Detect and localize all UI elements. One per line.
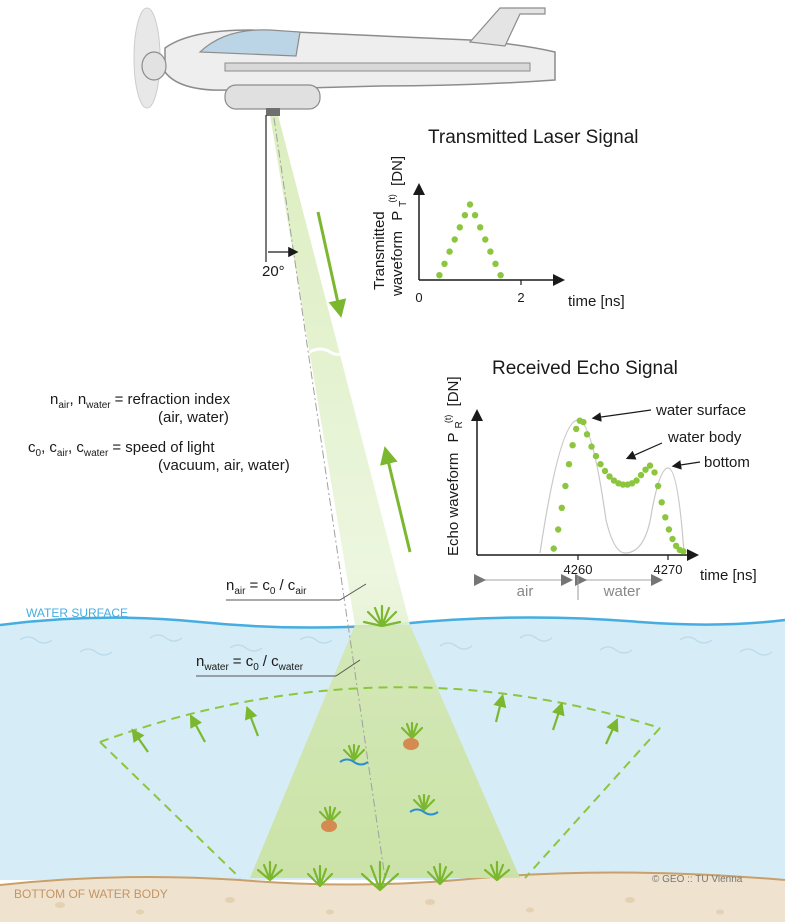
received-point-5 xyxy=(569,442,576,449)
received-point-3 xyxy=(562,482,569,490)
transmitted-point-5 xyxy=(461,212,469,219)
received-point-21 xyxy=(637,471,645,479)
annotation-bottom: bottom xyxy=(704,454,750,471)
received-chart: Received Echo Signal 4260 4270 time [ns]… xyxy=(438,358,757,600)
laser-beam xyxy=(250,115,520,879)
credit-label: © GEO :: TU Vienna xyxy=(652,874,743,885)
received-point-11 xyxy=(592,452,600,460)
received-xlabel: time [ns] xyxy=(700,567,757,584)
transmitted-point-1 xyxy=(441,260,448,267)
legend-speed: c0, cair, cwater= speed of light xyxy=(28,439,215,459)
transmitted-point-3 xyxy=(451,236,458,243)
received-point-25 xyxy=(654,482,662,490)
received-points xyxy=(550,417,687,555)
formula-air-group: nair= c0/ cair xyxy=(226,577,367,601)
segment-air: air xyxy=(517,583,534,600)
annotation-water-body: water body xyxy=(667,429,742,446)
received-return-bottom xyxy=(624,467,685,554)
annotation-water-surface: water surface xyxy=(655,402,746,419)
received-point-0 xyxy=(550,545,557,552)
water-surface-label: WATER SURFACE xyxy=(26,606,128,620)
received-point-28 xyxy=(665,526,673,533)
transmitted-point-8 xyxy=(477,224,484,231)
transmitted-point-4 xyxy=(456,224,463,231)
svg-text:waveform P T: waveform P T (t) [DN] xyxy=(382,156,410,297)
transmitted-point-10 xyxy=(487,248,494,255)
fish-and-rocks xyxy=(321,738,439,832)
received-point-9 xyxy=(583,431,591,438)
transmitted-point-9 xyxy=(482,236,489,243)
received-point-22 xyxy=(642,466,649,473)
transmitted-point-7 xyxy=(471,212,479,219)
received-point-1 xyxy=(555,526,562,533)
transmitted-ylabel: Transmitted xyxy=(371,211,388,290)
vegetation xyxy=(256,604,511,892)
legend-refraction-media: (air, water) xyxy=(158,409,229,426)
received-point-20 xyxy=(633,477,640,484)
received-point-32 xyxy=(680,548,687,555)
formula-water-group: nwater= c0/ cwater xyxy=(196,653,361,677)
transmitted-point-2 xyxy=(446,248,453,255)
angle-indicator: 20° xyxy=(262,115,299,280)
received-title: Received Echo Signal xyxy=(492,358,678,379)
propagation-arrows xyxy=(316,211,412,553)
svg-text:Echo waveform P: Echo waveform P R (t) [DN] xyxy=(438,376,466,556)
wavefront xyxy=(99,686,661,879)
received-point-17 xyxy=(619,481,627,488)
received-point-14 xyxy=(606,473,613,480)
legend-speed-media: (vacuum, air, water) xyxy=(158,457,290,474)
received-point-8 xyxy=(580,418,587,426)
received-point-13 xyxy=(601,467,609,475)
transmitted-xlabel: time [ns] xyxy=(568,293,625,310)
received-point-30 xyxy=(672,542,680,549)
received-tick-4270: 4270 xyxy=(654,562,683,577)
transmitted-chart: Transmitted Laser Signal 0 2 time [ns] T… xyxy=(371,127,639,310)
received-point-27 xyxy=(662,514,669,521)
received-point-23 xyxy=(646,462,654,469)
received-point-4 xyxy=(565,461,573,468)
transmitted-points xyxy=(436,201,504,279)
transmitted-point-11 xyxy=(492,260,499,267)
aircraft xyxy=(133,7,556,116)
received-point-12 xyxy=(597,461,604,468)
received-tick-4260: 4260 xyxy=(564,562,593,577)
legend: nair, nwater= refraction index (air, wat… xyxy=(28,391,290,474)
received-point-10 xyxy=(588,443,595,450)
transmitted-point-12 xyxy=(497,272,504,279)
svg-text:Transmitted: Transmitted xyxy=(371,211,388,290)
transmitted-tick-2: 2 xyxy=(517,290,524,305)
received-point-6 xyxy=(573,425,580,433)
received-ylabel: Echo waveform P R (t) [DN] xyxy=(438,376,466,556)
legend-refraction: nair, nwater= refraction index xyxy=(50,391,231,411)
segment-water: water xyxy=(603,583,641,600)
received-point-26 xyxy=(658,499,665,506)
formula-air: nair= c0/ cair xyxy=(226,577,307,597)
formula-water: nwater= c0/ cwater xyxy=(196,653,304,673)
received-point-2 xyxy=(558,504,565,511)
received-point-29 xyxy=(669,535,676,543)
transmitted-tick-0: 0 xyxy=(415,290,422,305)
bottom-label: BOTTOM OF WATER BODY xyxy=(14,887,168,901)
transmitted-point-0 xyxy=(436,272,443,279)
wavefront-arrows xyxy=(131,693,619,753)
transmitted-point-6 xyxy=(466,201,474,208)
angle-label: 20° xyxy=(262,263,285,280)
received-point-24 xyxy=(651,469,658,476)
received-return-air xyxy=(539,419,626,554)
transmitted-title: Transmitted Laser Signal xyxy=(428,127,639,148)
